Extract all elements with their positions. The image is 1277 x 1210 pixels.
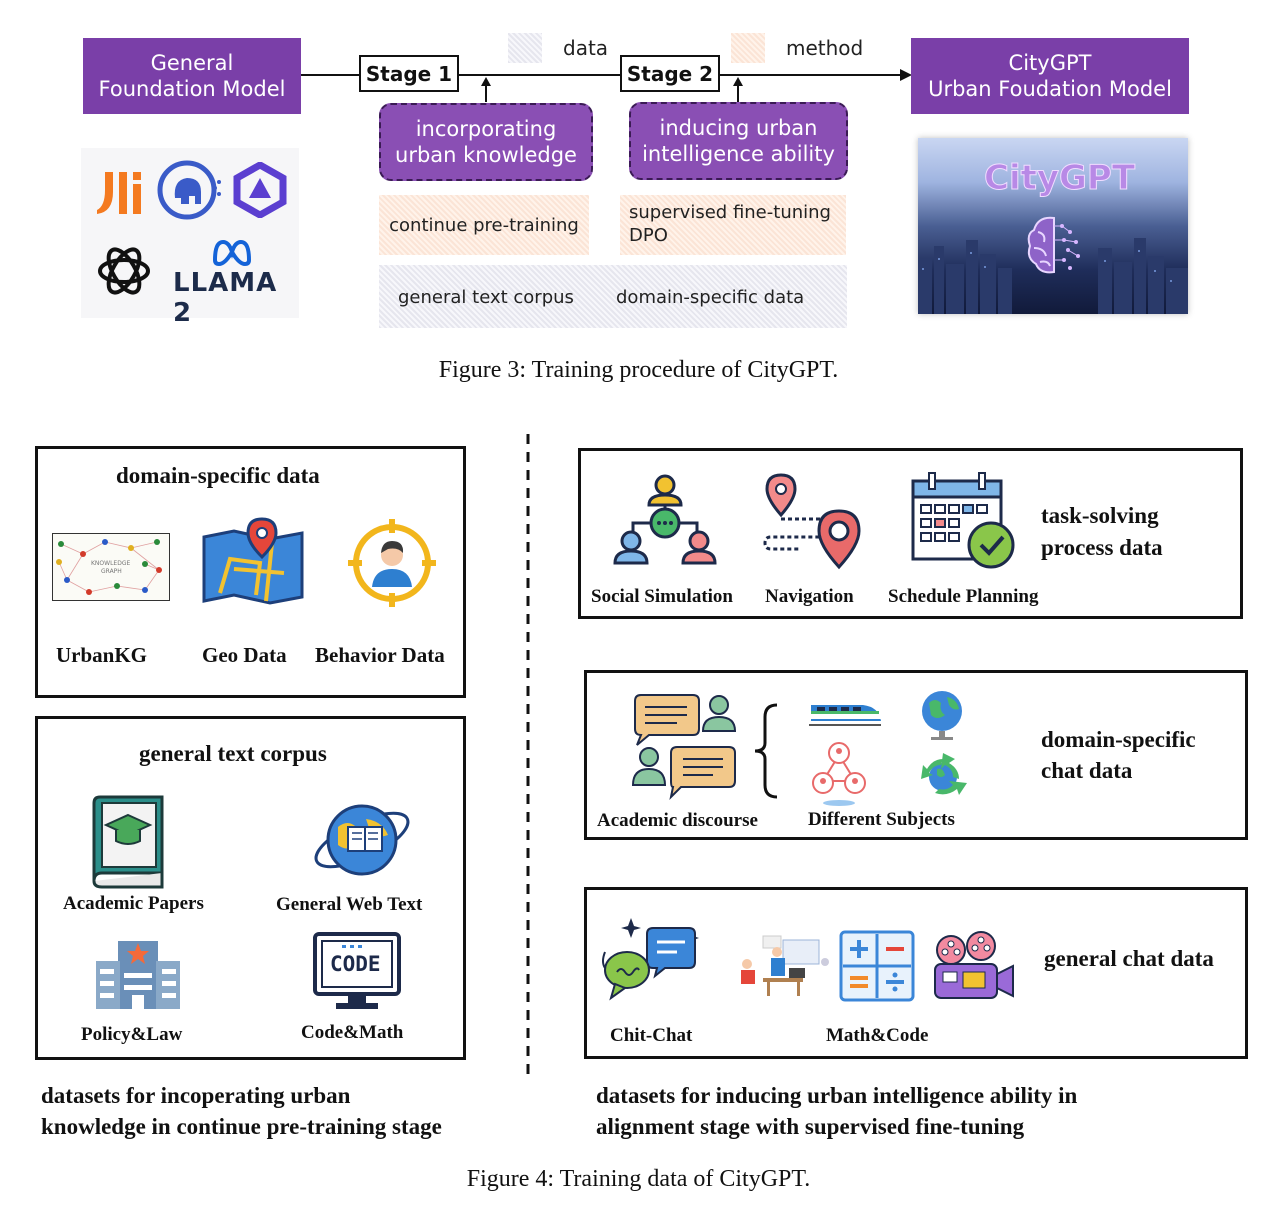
social-network-people-icon	[613, 474, 717, 565]
task-solving-title-line1: task-solving	[1041, 503, 1159, 528]
meta-logo-icon	[212, 239, 252, 266]
continue-pretraining-box: continue pre-training	[379, 195, 589, 255]
chit-chat-label: Chit-Chat	[610, 1025, 693, 1046]
brain-icon	[1027, 216, 1080, 274]
method1-line2: urban knowledge	[395, 143, 577, 167]
government-building-icon	[96, 941, 180, 1009]
behavior-target-person-icon	[348, 519, 436, 607]
different-subjects-label: Different Subjects	[808, 809, 955, 830]
blue-elephant-logo-icon	[157, 160, 221, 220]
kg-text-line1: KNOWLEDGE	[91, 560, 131, 567]
policy-law-label: Policy&Law	[81, 1024, 183, 1045]
legend-data-swatch	[508, 33, 542, 63]
citygpt-city-image: CityGPT	[918, 138, 1188, 314]
code-math-label: Code&Math	[301, 1022, 404, 1043]
citygpt-image-title: CityGPT	[983, 158, 1136, 199]
city-skyline-icon	[918, 238, 1188, 314]
recycle-globe-icon	[921, 753, 967, 795]
foundation-logos-panel: LLAMA 2	[81, 148, 299, 328]
left-footer-line2: knowledge in continue pre-training stage	[41, 1114, 442, 1139]
math-code-label: Math&Code	[826, 1025, 929, 1046]
stage-1-label: Stage 1	[365, 61, 453, 86]
kg-text-line2: GRAPH	[101, 568, 122, 575]
inducing-urban-intelligence-box: inducing urban intelligence ability	[629, 102, 848, 180]
domain-specific-data-panel: domain-specific data KNOWLEDGE GRAPH	[35, 446, 466, 698]
academic-papers-label: Academic Papers	[63, 893, 204, 914]
academic-book-icon	[92, 795, 164, 889]
left-footer: datasets for incoperating urban knowledg…	[41, 1080, 442, 1142]
task-solving-title-line2: process data	[1041, 535, 1163, 560]
pipeline-arrow	[300, 69, 912, 102]
legend-data-label: data	[563, 36, 609, 60]
video-camera-icon	[934, 931, 1014, 999]
navigation-label: Navigation	[765, 586, 854, 607]
figure-4-caption: Figure 4: Training data of CityGPT.	[466, 1166, 811, 1192]
general-text-corpus-panel: general text corpus Academic Papers Gene…	[35, 716, 466, 1060]
globe-book-icon	[314, 804, 410, 876]
dpo-label: DPO	[629, 225, 668, 246]
knowledge-graph-icon	[56, 539, 162, 595]
legend-method-label: method	[786, 36, 864, 60]
openai-logo-icon	[98, 247, 150, 295]
knowledge-graph-image: KNOWLEDGE GRAPH	[52, 533, 170, 601]
method1-line1: incorporating	[415, 117, 557, 141]
sft-dpo-box: supervised fine-tuning DPO	[620, 195, 846, 255]
domain-chat-title-line1: domain-specific	[1041, 727, 1196, 752]
figure-3-caption: Figure 3: Training procedure of CityGPT.	[438, 357, 839, 383]
citygpt-line1: CityGPT	[1008, 51, 1092, 75]
right-footer-line2: alignment stage with supervised fine-tun…	[596, 1114, 1025, 1139]
behavior-data-label: Behavior Data	[315, 643, 445, 667]
orange-stripes-logo-icon	[97, 172, 141, 214]
navigation-pins-icon	[763, 473, 861, 570]
general-foundation-line1: General	[150, 51, 234, 75]
domain-specific-data-label: domain-specific data	[616, 287, 805, 308]
general-chat-panel: Chit-Chat Math&Code general chat data	[584, 887, 1248, 1059]
general-foundation-line2: Foundation Model	[98, 77, 286, 101]
general-foundation-model-box: General Foundation Model	[83, 38, 301, 114]
general-chat-title: general chat data	[1044, 946, 1214, 971]
subjects-network-icon	[812, 742, 866, 806]
legend-method-swatch	[731, 33, 765, 63]
llama-2-label: LLAMA 2	[173, 268, 278, 328]
method2-line2: intelligence ability	[642, 142, 835, 166]
schedule-planning-label: Schedule Planning	[888, 586, 1039, 607]
urbankg-label: UrbanKG	[56, 643, 148, 667]
method2-line1: inducing urban	[659, 116, 818, 140]
general-web-text-label: General Web Text	[276, 894, 423, 915]
incorporating-urban-knowledge-box: incorporating urban knowledge	[379, 103, 593, 181]
geo-data-label: Geo Data	[202, 643, 287, 667]
code-icon-text: CODE	[330, 952, 381, 976]
right-footer: datasets for inducing urban intelligence…	[596, 1080, 1077, 1142]
general-text-corpus-label: general text corpus	[398, 287, 574, 308]
stage-2-box: Stage 2	[620, 55, 720, 92]
train-icon	[809, 705, 881, 726]
citygpt-model-box: CityGPT Urban Foudation Model	[911, 38, 1189, 114]
people-working-icon	[741, 935, 829, 996]
chit-chat-bubbles-icon	[602, 918, 699, 1001]
code-monitor-icon	[313, 932, 401, 1009]
geo-map-pin-icon	[202, 517, 304, 605]
sft-label: supervised fine-tuning	[629, 202, 831, 223]
task-solving-panel: Social Simulation Navigation Schedule Pl…	[578, 448, 1243, 619]
citygpt-line2: Urban Foudation Model	[928, 77, 1172, 101]
data-box: general text corpus domain-specific data	[379, 265, 847, 328]
stage-2-label: Stage 2	[626, 61, 714, 86]
domain-specific-data-title: domain-specific data	[116, 463, 320, 488]
stage-1-box: Stage 1	[359, 55, 459, 92]
domain-specific-chat-panel: Academic discourse Different Subjects do…	[584, 670, 1248, 840]
brace-icon	[754, 703, 778, 799]
center-dashed-divider	[526, 434, 530, 1074]
calendar-check-icon	[911, 472, 1015, 569]
left-footer-line1: datasets for incoperating urban	[41, 1083, 351, 1108]
continue-pretraining-label: continue pre-training	[389, 214, 579, 236]
calculator-icon	[839, 930, 915, 1002]
globe-icon	[922, 691, 962, 740]
purple-star-logo-icon	[233, 162, 287, 218]
social-simulation-label: Social Simulation	[591, 586, 733, 607]
right-footer-line1: datasets for inducing urban intelligence…	[596, 1083, 1078, 1108]
domain-chat-title-line2: chat data	[1041, 758, 1133, 783]
academic-discourse-chat-icon	[631, 694, 737, 801]
academic-discourse-label: Academic discourse	[597, 810, 758, 831]
general-text-corpus-title: general text corpus	[139, 741, 327, 766]
